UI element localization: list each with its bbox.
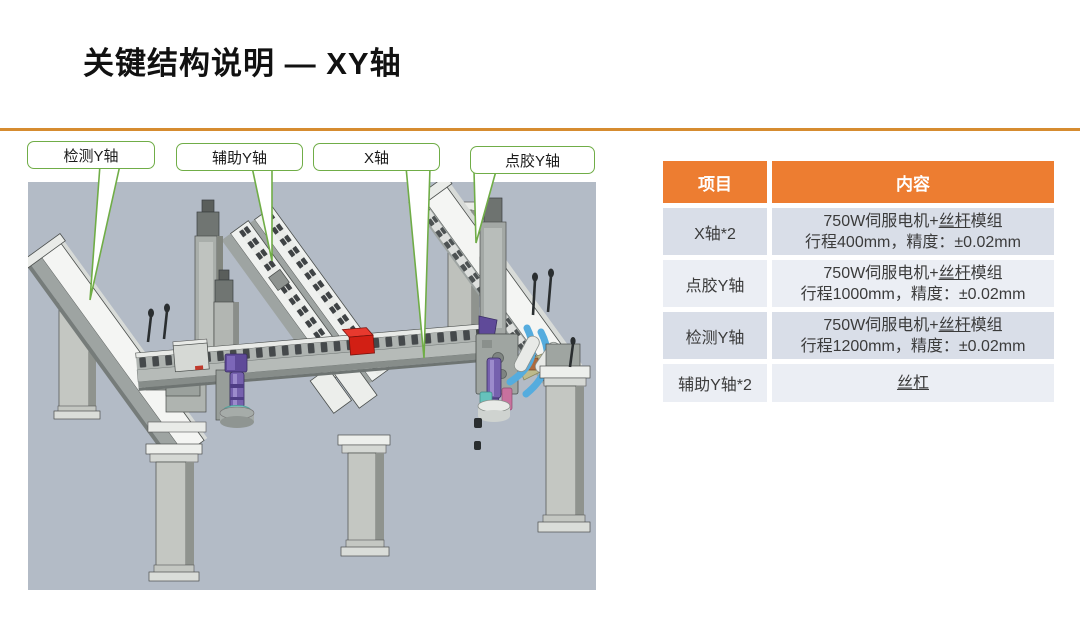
inspect-y-rail [22, 232, 208, 465]
table-row-item: 点胶Y轴 [663, 260, 767, 307]
tail-inspect-y [89, 164, 121, 301]
table-row-item: 辅助Y轴*2 [663, 364, 767, 402]
front-right-leg [537, 343, 591, 533]
camera-assembly [215, 353, 255, 428]
page-title: 关键结构说明 — XY轴 [83, 46, 402, 81]
tail-x-axis [405, 166, 431, 359]
content-line2: 行程400mm，精度：±0.02mm [805, 233, 1021, 251]
callout-aux-y-axis: 辅助Y轴 [176, 143, 303, 171]
callout-label: 检测Y轴 [63, 147, 119, 165]
content-line2: 行程1200mm，精度：±0.02mm [800, 337, 1026, 355]
content-line1: 750W伺服电机+丝杆模组 [823, 264, 1003, 282]
callout-label: X轴 [363, 149, 389, 167]
middle-leg [309, 357, 391, 557]
callout-inspect-y-axis: 检测Y轴 [27, 141, 155, 169]
table-row-item: X轴*2 [663, 208, 767, 255]
red-slider [341, 327, 375, 356]
callout-dispense-y-axis: 点胶Y轴 [470, 146, 595, 174]
tail-dispense-y [473, 170, 498, 244]
tail-aux-y [251, 166, 273, 262]
spec-table: 项目 内容 X轴*2 750W伺服电机+丝杆模组 行程400mm，精度：±0.0… [663, 161, 1054, 402]
content-line1: 750W伺服电机+丝杆模组 [823, 212, 1003, 230]
table-row-item: 检测Y轴 [663, 312, 767, 359]
cable-handles [146, 268, 576, 368]
table-row-content: 750W伺服电机+丝杆模组 行程400mm，精度：±0.02mm [772, 208, 1054, 255]
table-row-content: 750W伺服电机+丝杆模组 行程1000mm，精度：±0.02mm [772, 260, 1054, 307]
callout-x-axis: X轴 [313, 143, 440, 171]
front-left-leg [145, 443, 203, 582]
table-header-content: 内容 [772, 161, 1054, 203]
callout-label: 辅助Y轴 [211, 149, 267, 167]
content-line2: 行程1000mm，精度：±0.02mm [800, 285, 1026, 303]
callout-tails [89, 164, 498, 359]
content-line1: 750W伺服电机+丝杆模组 [823, 316, 1003, 334]
table-row-content: 丝杠 [772, 364, 1054, 402]
callout-label: 点胶Y轴 [504, 152, 560, 170]
dispense-z-column [479, 197, 507, 335]
machine-figure [22, 174, 596, 590]
gantry-machine-drawing [22, 174, 596, 590]
title-divider-line [0, 128, 1080, 131]
content-line1: 丝杠 [896, 374, 929, 392]
table-row-content: 750W伺服电机+丝杆模组 行程1200mm，精度：±0.02mm [772, 312, 1054, 359]
table-header-item: 项目 [663, 161, 767, 203]
